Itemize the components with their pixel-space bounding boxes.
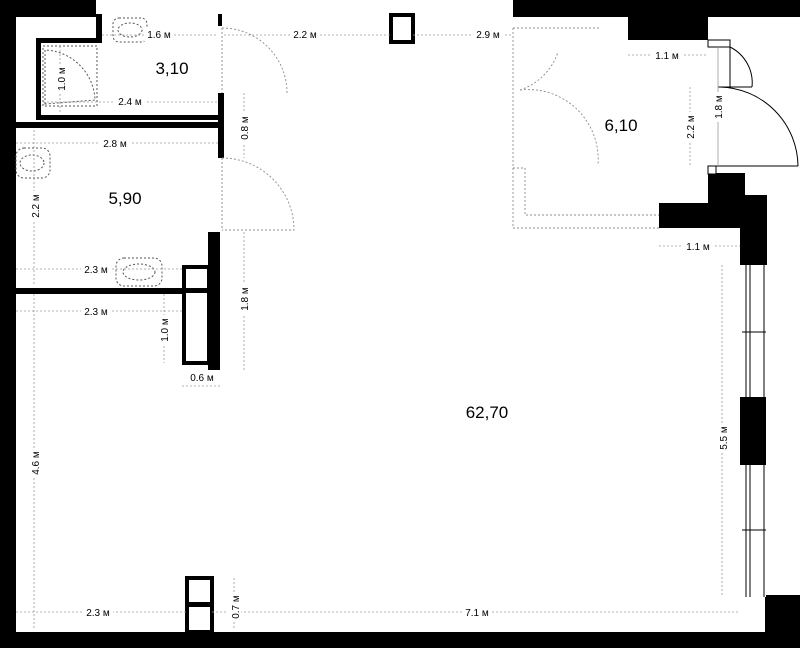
toilet-bowl	[19, 154, 45, 172]
wall-bath-small-right	[96, 14, 102, 43]
dim-1-0-bath: 1.0 м	[57, 67, 68, 91]
window-lower	[742, 465, 766, 597]
dim-4-6: 4.6 м	[31, 451, 42, 475]
wall-top-stub	[218, 14, 222, 26]
dim-2-8: 2.8 м	[103, 139, 127, 150]
dim-2-2-left: 2.2 м	[31, 194, 42, 218]
dim-1-1-mid: 1.1 м	[686, 242, 710, 253]
sink-large-bowl	[122, 263, 156, 281]
entrance-door	[707, 39, 799, 175]
dim-2-3-a: 2.3 м	[84, 265, 108, 276]
area-wardrobe: 6,10	[604, 116, 637, 135]
dim-2-9: 2.9 м	[476, 30, 500, 41]
dim-0-7: 0.7 м	[231, 595, 242, 619]
wall-right-bottom	[765, 595, 800, 648]
wall-top-right	[513, 0, 800, 17]
dim-0-8: 0.8 м	[240, 116, 251, 140]
wall-entrance-block-a	[708, 173, 745, 203]
wardrobe-partition	[513, 167, 659, 229]
area-main-room: 62,70	[466, 403, 509, 422]
wall-entrance-block-b	[659, 203, 767, 228]
wall-top-right-corner	[742, 0, 800, 12]
dim-1-6: 1.6 м	[147, 30, 171, 41]
wall-right-top-block	[628, 14, 708, 40]
door-bath-large	[221, 157, 295, 231]
interior-doors	[221, 27, 659, 231]
dim-2-3-b: 2.3 м	[84, 307, 108, 318]
wall-bottom	[0, 632, 800, 648]
window-upper	[742, 265, 766, 397]
columns	[182, 13, 415, 634]
wall-bath-small-frame-bottom	[36, 115, 222, 120]
door-wardrobe	[512, 27, 600, 228]
dim-1-8-door: 1.8 м	[714, 95, 725, 119]
wall-bath-small-frame-left	[36, 38, 41, 120]
column-bottom-divider	[187, 602, 212, 607]
area-bathroom-small: 3,10	[155, 59, 188, 78]
dim-2-3-bottom: 2.3 м	[86, 608, 110, 619]
dim-0-6: 0.6 м	[190, 373, 214, 384]
dim-1-0-column: 1.0 м	[160, 318, 171, 342]
windows	[742, 265, 766, 597]
dim-2-4: 2.4 м	[118, 97, 142, 108]
dim-7-1: 7.1 м	[465, 608, 489, 619]
door-bath-small	[221, 27, 288, 94]
sink-small-bowl	[117, 22, 143, 38]
room-areas: 3,10 5,90 6,10 62,70	[108, 59, 637, 422]
column-left-shaft	[182, 265, 211, 365]
wall-bath-large-bottom	[16, 288, 210, 294]
wall-top-left	[0, 0, 96, 17]
dim-1-1-top: 1.1 м	[655, 51, 679, 62]
dim-2-2-wardrobe: 2.2 м	[686, 115, 697, 139]
dim-1-8-vert: 1.8 м	[240, 287, 251, 311]
dim-5-5: 5.5 м	[719, 426, 730, 450]
interior-walls	[16, 14, 224, 370]
area-bathroom-large: 5,90	[108, 189, 141, 208]
column-left-shaft-divider	[184, 288, 209, 293]
wall-bath-small-frame-top	[36, 38, 100, 43]
wall-bath-divider	[16, 122, 222, 128]
dimension-labels: 1.6 м 2.2 м 2.9 м 1.1 м 1.0 м 2.4 м 0.8 …	[28, 28, 730, 622]
dim-2-2-top: 2.2 м	[293, 30, 317, 41]
wall-right-mid	[740, 397, 766, 465]
column-top	[389, 13, 415, 44]
wall-left	[0, 0, 16, 648]
